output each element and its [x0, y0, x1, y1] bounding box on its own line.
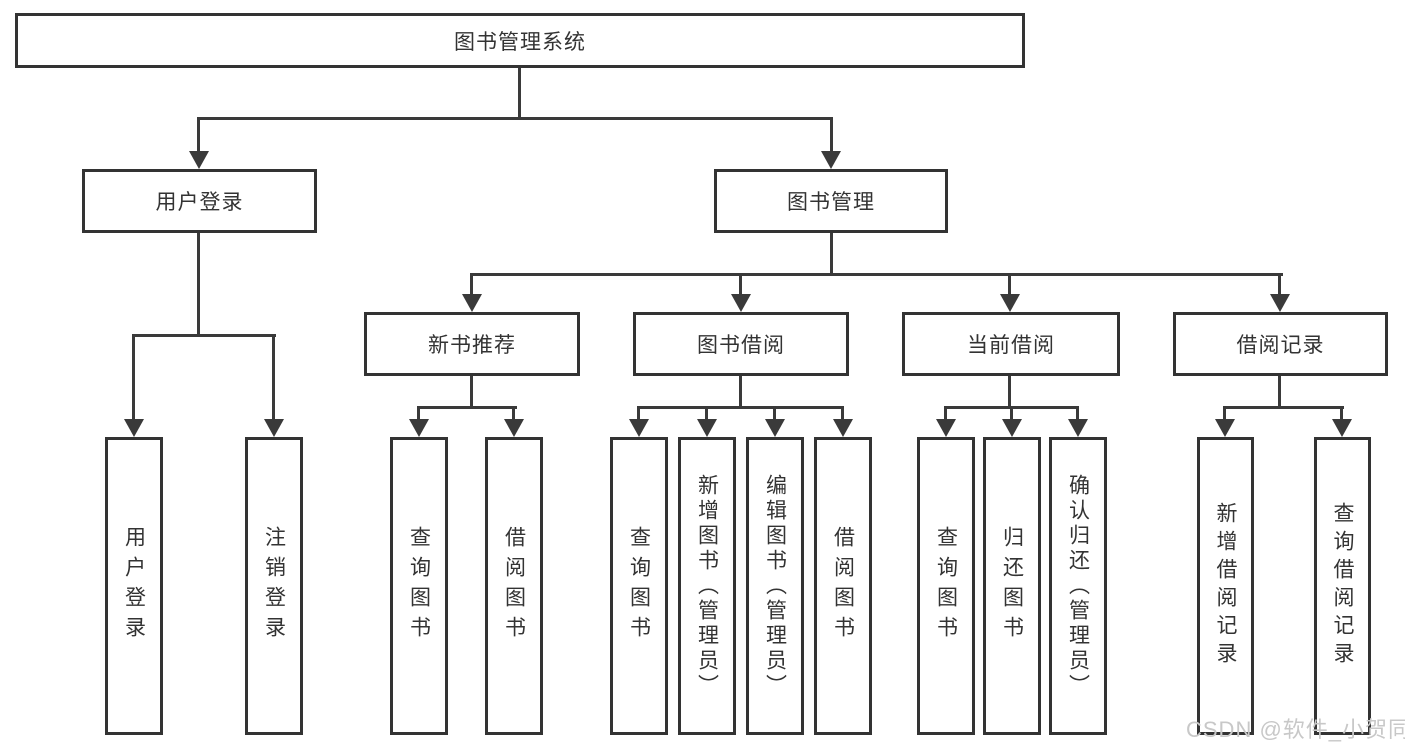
connector-line	[1278, 376, 1281, 409]
arrowhead-icon	[409, 419, 429, 437]
leaf-edit-books-admin-label: 编辑图书（管理员）	[763, 473, 787, 699]
connector-line	[1340, 406, 1343, 422]
node-user-login-group: 用户登录	[82, 169, 317, 233]
connector-line	[830, 117, 833, 157]
connector-line	[739, 273, 742, 297]
connector-line	[1008, 273, 1011, 297]
node-user-login-group-label: 用户登录	[155, 191, 244, 214]
arrowhead-icon	[1002, 419, 1022, 437]
node-book-borrow-label: 图书借阅	[697, 334, 785, 357]
connector-line	[830, 233, 833, 276]
leaf-add-books-admin-label: 新增图书（管理员）	[695, 473, 719, 699]
node-library-system-label: 图书管理系统	[454, 30, 586, 54]
connector-line	[1223, 406, 1226, 422]
connector-line	[132, 334, 276, 337]
arrowhead-icon	[936, 419, 956, 437]
node-borrow-records-label: 借阅记录	[1236, 334, 1325, 357]
connector-line	[197, 233, 200, 335]
leaf-query-books-borrow: 查询图书	[610, 437, 668, 735]
leaf-query-borrow-record-label: 查询借阅记录	[1331, 502, 1354, 670]
node-new-book-recommend: 新书推荐	[364, 312, 580, 376]
arrowhead-icon	[821, 151, 841, 169]
connector-line	[1010, 406, 1013, 422]
connector-line	[417, 406, 517, 409]
leaf-query-books-borrow-label: 查询图书	[627, 526, 651, 646]
leaf-edit-books-admin: 编辑图书（管理员）	[746, 437, 804, 735]
arrowhead-icon	[765, 419, 785, 437]
leaf-return-books-label: 归还图书	[1000, 526, 1024, 646]
arrowhead-icon	[1270, 294, 1290, 312]
leaf-add-borrow-record-label: 新增借阅记录	[1214, 502, 1237, 670]
leaf-borrow-books: 借阅图书	[814, 437, 872, 735]
leaf-return-books: 归还图书	[983, 437, 1041, 735]
leaf-confirm-return-admin-label: 确认归还（管理员）	[1066, 473, 1090, 699]
connector-line	[841, 406, 844, 422]
arrowhead-icon	[504, 419, 524, 437]
connector-line	[637, 406, 844, 409]
arrowhead-icon	[1000, 294, 1020, 312]
leaf-query-books-recommend-label: 查询图书	[407, 526, 431, 646]
connector-line	[470, 376, 473, 409]
connector-line	[512, 406, 515, 422]
arrowhead-icon	[1068, 419, 1088, 437]
connector-line	[132, 334, 135, 422]
arrowhead-icon	[1332, 419, 1352, 437]
arrowhead-icon	[462, 294, 482, 312]
node-library-system: 图书管理系统	[15, 13, 1025, 68]
connector-line	[1223, 406, 1344, 409]
arrowhead-icon	[1215, 419, 1235, 437]
leaf-logout-label: 注销登录	[262, 526, 286, 646]
node-current-borrow-label: 当前借阅	[967, 334, 1055, 357]
connector-line	[417, 406, 420, 422]
leaf-add-borrow-record: 新增借阅记录	[1197, 437, 1254, 735]
leaf-confirm-return-admin: 确认归还（管理员）	[1049, 437, 1107, 735]
node-borrow-records: 借阅记录	[1173, 312, 1388, 376]
connector-line	[1008, 376, 1011, 409]
leaf-query-books-current-label: 查询图书	[934, 526, 958, 646]
leaf-borrow-books-recommend-label: 借阅图书	[502, 526, 526, 646]
arrowhead-icon	[629, 419, 649, 437]
leaf-user-login: 用户登录	[105, 437, 163, 735]
connector-line	[197, 117, 200, 157]
leaf-query-books-current: 查询图书	[917, 437, 975, 735]
leaf-borrow-books-recommend: 借阅图书	[485, 437, 543, 735]
connector-line	[470, 273, 473, 297]
node-current-borrow: 当前借阅	[902, 312, 1120, 376]
connector-line	[272, 334, 275, 422]
connector-line	[518, 68, 521, 118]
leaf-borrow-books-label: 借阅图书	[831, 526, 855, 646]
connector-line	[1076, 406, 1079, 422]
arrowhead-icon	[833, 419, 853, 437]
connector-line	[705, 406, 708, 422]
node-book-borrow: 图书借阅	[633, 312, 849, 376]
leaf-query-books-recommend: 查询图书	[390, 437, 448, 735]
arrowhead-icon	[697, 419, 717, 437]
connector-line	[637, 406, 640, 422]
connector-line	[773, 406, 776, 422]
node-book-management-label: 图书管理	[787, 191, 875, 214]
arrowhead-icon	[124, 419, 144, 437]
arrowhead-icon	[264, 419, 284, 437]
connector-line	[470, 273, 1283, 276]
leaf-add-books-admin: 新增图书（管理员）	[678, 437, 736, 735]
leaf-user-login-label: 用户登录	[122, 526, 146, 646]
connector-line	[739, 376, 742, 409]
watermark: CSDN @软件_小贺同学	[1186, 717, 1405, 742]
arrowhead-icon	[731, 294, 751, 312]
leaf-query-borrow-record: 查询借阅记录	[1314, 437, 1371, 735]
arrowhead-icon	[189, 151, 209, 169]
connector-line	[944, 406, 947, 422]
connector-line	[1278, 273, 1281, 297]
leaf-logout: 注销登录	[245, 437, 303, 735]
node-new-book-recommend-label: 新书推荐	[428, 334, 516, 357]
connector-line	[197, 117, 833, 120]
node-book-management: 图书管理	[714, 169, 948, 233]
